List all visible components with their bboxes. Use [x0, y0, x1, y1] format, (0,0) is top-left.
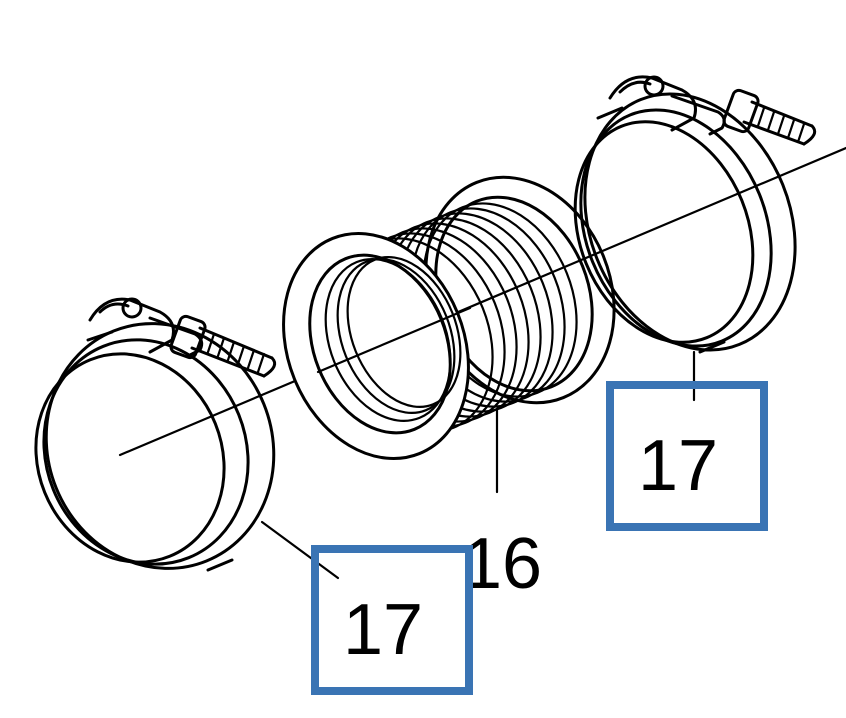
- clamp-right: [573, 75, 817, 354]
- callout-17-left-box: [311, 545, 473, 695]
- callout-16-label: 16: [462, 524, 542, 604]
- center-axis: [118, 146, 846, 457]
- callout-16: 16: [462, 524, 542, 604]
- callout-17-left: 17: [311, 545, 473, 695]
- clamp-left: [34, 297, 277, 572]
- callout-17-right-box: [606, 381, 768, 531]
- clamp-left-bolt: [88, 297, 277, 378]
- clamp-right-bolt: [608, 75, 817, 146]
- callout-17-right-label: 17: [638, 426, 718, 506]
- callout-17-left-label: 17: [343, 590, 423, 670]
- flex-hose: [282, 175, 616, 460]
- leader-17-left: [260, 520, 340, 580]
- leader-lines: [260, 350, 696, 580]
- callout-17-right: 17: [606, 381, 768, 531]
